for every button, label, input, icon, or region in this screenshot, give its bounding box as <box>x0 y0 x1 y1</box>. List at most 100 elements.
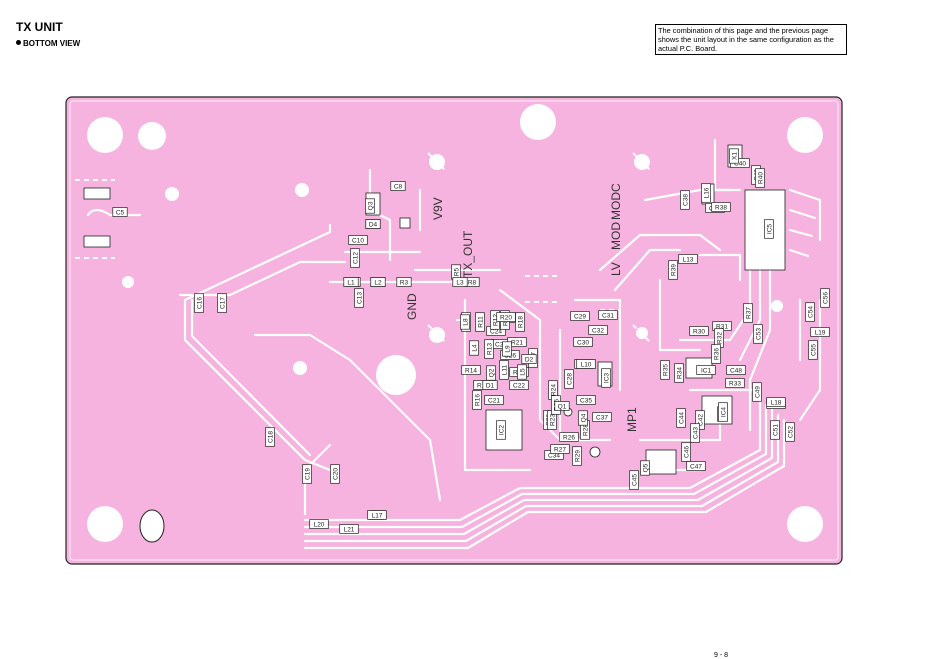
component-outline <box>820 288 830 308</box>
component-outline <box>572 446 582 466</box>
component-r20: R20 <box>496 312 516 322</box>
component-outline <box>696 365 716 375</box>
component-outline <box>770 420 780 440</box>
component-ref: C10 <box>352 238 364 245</box>
mounting-hole <box>520 104 556 140</box>
component-ref: R34 <box>677 367 684 379</box>
component-ref: L10 <box>581 362 592 369</box>
component-ref: C30 <box>577 340 589 347</box>
via-hole <box>122 276 134 288</box>
component-c30: C30 <box>573 337 593 347</box>
component-outline <box>711 202 731 212</box>
component-outline <box>680 190 690 210</box>
silk-gnd: GND <box>405 293 419 320</box>
component-ref: C29 <box>574 314 586 321</box>
page-title: TX UNIT <box>16 20 63 34</box>
component-ref: R39 <box>671 264 678 276</box>
component-r30: R30 <box>689 326 709 336</box>
pad <box>589 446 601 458</box>
component-ref: C40 <box>734 161 746 168</box>
component-outline <box>601 368 611 388</box>
component-outline <box>570 311 590 321</box>
component-ref: D2 <box>525 357 534 364</box>
component-outline <box>484 395 504 405</box>
pcb-inner-outline <box>69 100 839 561</box>
component-r29: R29 <box>572 446 582 466</box>
component-outline <box>676 408 686 428</box>
component-ref: C48 <box>730 368 742 375</box>
component-outline <box>668 260 678 280</box>
component-r14: R14 <box>461 365 481 375</box>
component-outline <box>726 365 746 375</box>
component-ref: C28 <box>567 373 574 385</box>
component-ref: R12 <box>493 314 500 326</box>
component-outline <box>718 402 728 422</box>
component-outline <box>217 293 227 313</box>
silk-mp1: MP1 <box>625 407 639 432</box>
component-ref: IC5 <box>767 224 774 235</box>
component-outline <box>521 354 537 364</box>
component-l20: L20 <box>309 519 329 529</box>
page-number: 9 - 8 <box>714 652 729 659</box>
component-c52: C52 <box>785 422 795 442</box>
component-outline <box>711 344 721 364</box>
component-c22: C22 <box>509 380 529 390</box>
component-outline <box>302 464 312 484</box>
component-outline <box>460 314 470 330</box>
silkscreen: V9V TX_OUT GND LV MOD MODC MP1 <box>405 183 639 432</box>
component-ref: R31 <box>716 324 728 331</box>
component-outline <box>309 519 329 529</box>
component-outline <box>588 325 608 335</box>
component-ref: IC4 <box>721 407 728 418</box>
component-ref: C54 <box>808 306 815 318</box>
component-ref: L13 <box>683 257 694 264</box>
component-ref: D1 <box>486 383 495 390</box>
component-c37: C37 <box>592 412 612 422</box>
component-outline <box>265 427 275 447</box>
component-r37: R37 <box>743 303 753 323</box>
component-ref: C31 <box>602 313 614 320</box>
component-outline <box>330 464 340 484</box>
component-outline <box>348 235 368 245</box>
component-outline <box>686 461 706 471</box>
component-outline <box>755 168 765 188</box>
component-ref: R13 <box>487 343 494 355</box>
component-outline <box>640 460 650 476</box>
mounting-hole <box>87 506 123 542</box>
component-ref: R11 <box>478 316 485 328</box>
component-ref: R32 <box>717 332 724 344</box>
component-outline <box>496 420 506 440</box>
component-ref: C45 <box>632 474 639 486</box>
component-c21: C21 <box>484 395 504 405</box>
component-c55: C55 <box>808 340 818 360</box>
component-outline <box>475 312 485 332</box>
component-l4: L4 <box>469 340 479 356</box>
component-ref: C5 <box>116 210 125 217</box>
component-ic2: IC2 <box>496 420 506 440</box>
component-ic3: IC3 <box>601 368 611 388</box>
component-c29: C29 <box>570 311 590 321</box>
component-outline <box>452 277 468 287</box>
component-ref: R3 <box>400 280 409 287</box>
component-outline <box>766 397 786 407</box>
component-ref: C23 <box>495 342 507 349</box>
component-ref: C19 <box>305 468 312 480</box>
component-c5: C5 <box>112 207 128 217</box>
component-ref: C53 <box>756 328 763 340</box>
component-r33: R33 <box>725 378 745 388</box>
component-outline <box>743 303 753 323</box>
component-l13: L13 <box>678 254 698 264</box>
component-c47: C47 <box>686 461 706 471</box>
component-outline <box>598 310 618 320</box>
component-r13: R13 <box>484 339 494 359</box>
component-ref: C16 <box>197 297 204 309</box>
component-outline <box>660 360 670 380</box>
component-ref: R30 <box>693 329 705 336</box>
component-ref: L17 <box>372 513 383 520</box>
component-c8: C8 <box>390 181 406 191</box>
component-ref: C43 <box>693 427 700 439</box>
component-c18: C18 <box>265 427 275 447</box>
component-c44: C44 <box>676 408 686 428</box>
component-ref: Q4 <box>581 413 588 422</box>
component-c45: C45 <box>629 470 639 490</box>
